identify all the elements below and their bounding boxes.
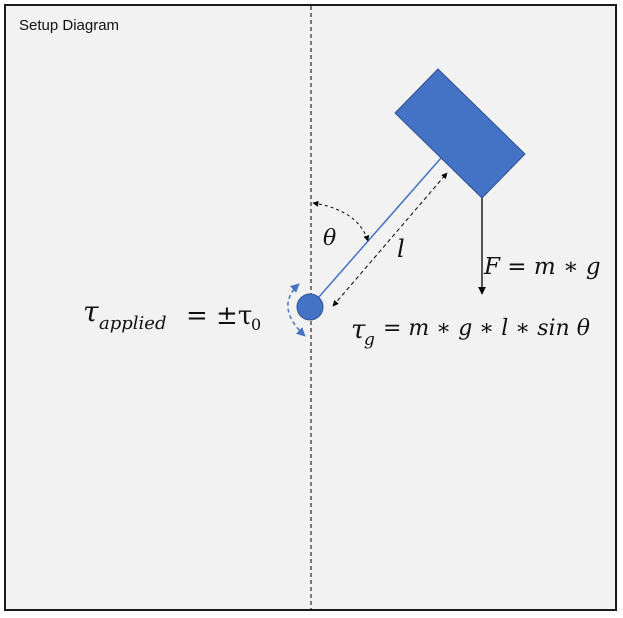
gravity-torque-label: τ g = m ∗ g ∗ l ∗ sin θ — [351, 315, 590, 350]
pendulum-mass — [394, 68, 526, 199]
angle-label: θ — [323, 226, 336, 251]
gravity-torque-rhs: = m ∗ g ∗ l ∗ sin θ — [383, 316, 590, 341]
applied-torque-label: τ applied = ±τ 0 — [83, 295, 261, 334]
applied-torque-symbol: τ — [83, 295, 99, 328]
force-label: F = m ∗ g — [483, 254, 601, 280]
length-label: l — [397, 235, 405, 263]
gravity-torque-subscript: g — [364, 330, 375, 350]
length-dimension-arrow — [332, 172, 448, 307]
applied-torque-rhs-subscript: 0 — [251, 315, 261, 334]
angle-arc — [312, 200, 370, 242]
pivot-circle — [296, 293, 324, 321]
applied-torque-subscript: applied — [99, 313, 166, 334]
diagram-title: Setup Diagram — [19, 17, 120, 34]
gravity-torque-symbol: τ — [351, 315, 366, 345]
applied-torque-rhs: = ±τ — [186, 301, 252, 331]
